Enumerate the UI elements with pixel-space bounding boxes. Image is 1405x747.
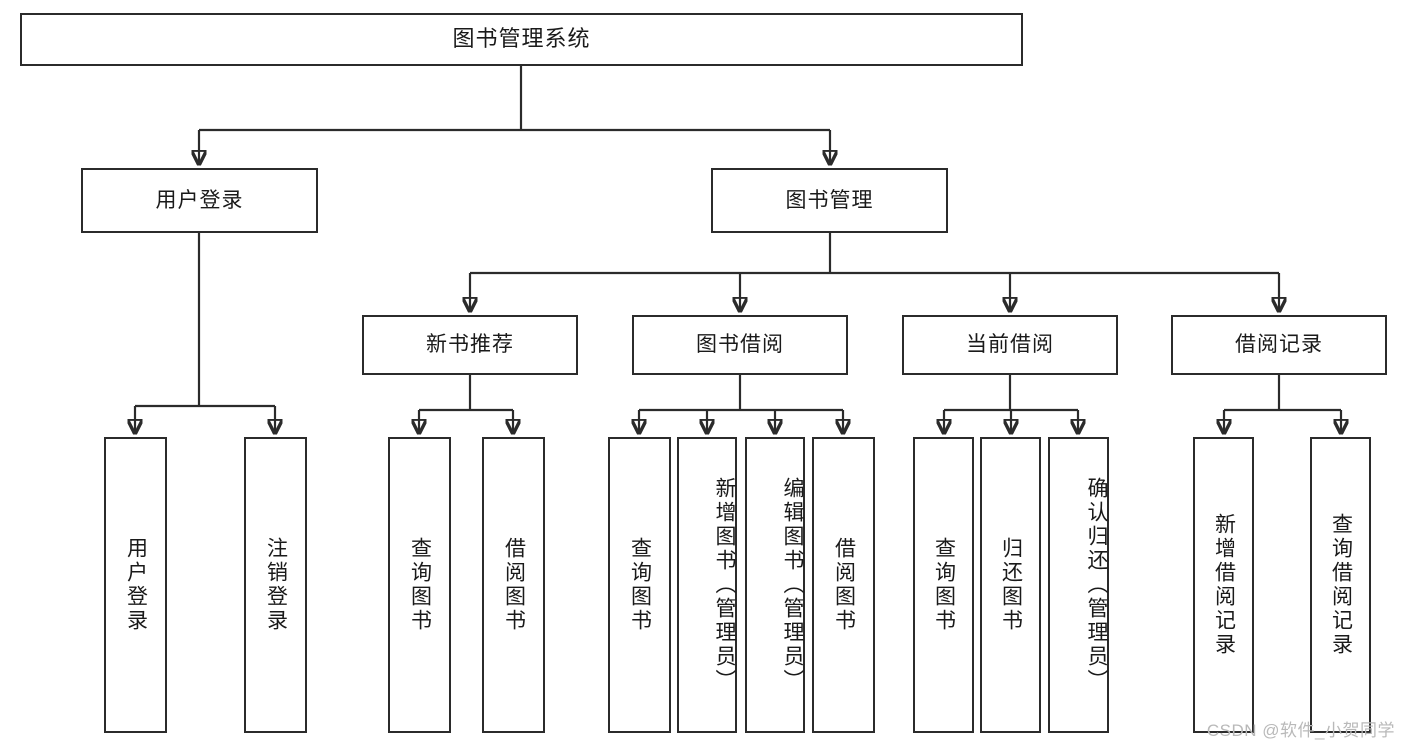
node-current-borrow[interactable]: 当前借阅 bbox=[902, 315, 1118, 375]
node-root[interactable]: 图书管理系统 bbox=[20, 13, 1023, 66]
node-leaf-edit-book-admin[interactable]: 编辑图书（管理员） bbox=[745, 437, 805, 733]
node-leaf-borrow-book-2[interactable]: 借阅图书 bbox=[812, 437, 875, 733]
node-leaf-query-book-2[interactable]: 查询图书 bbox=[608, 437, 671, 733]
node-leaf-borrow-book-1[interactable]: 借阅图书 bbox=[482, 437, 545, 733]
node-leaf-user-login[interactable]: 用户登录 bbox=[104, 437, 167, 733]
node-leaf-query-book-1[interactable]: 查询图书 bbox=[388, 437, 451, 733]
node-leaf-add-book-admin[interactable]: 新增图书（管理员） bbox=[677, 437, 737, 733]
node-new-book-recommend[interactable]: 新书推荐 bbox=[362, 315, 578, 375]
node-leaf-add-borrow-record[interactable]: 新增借阅记录 bbox=[1193, 437, 1254, 733]
node-book-management[interactable]: 图书管理 bbox=[711, 168, 948, 233]
node-book-borrow[interactable]: 图书借阅 bbox=[632, 315, 848, 375]
node-borrow-record[interactable]: 借阅记录 bbox=[1171, 315, 1387, 375]
node-leaf-return-book[interactable]: 归还图书 bbox=[980, 437, 1041, 733]
watermark: CSDN @软件_小贺同学 bbox=[1206, 721, 1395, 740]
node-leaf-confirm-return-admin[interactable]: 确认归还（管理员） bbox=[1048, 437, 1109, 733]
node-leaf-logout-login[interactable]: 注销登录 bbox=[244, 437, 307, 733]
node-leaf-query-book-3[interactable]: 查询图书 bbox=[913, 437, 974, 733]
node-leaf-query-borrow-record[interactable]: 查询借阅记录 bbox=[1310, 437, 1371, 733]
node-user-login[interactable]: 用户登录 bbox=[81, 168, 318, 233]
